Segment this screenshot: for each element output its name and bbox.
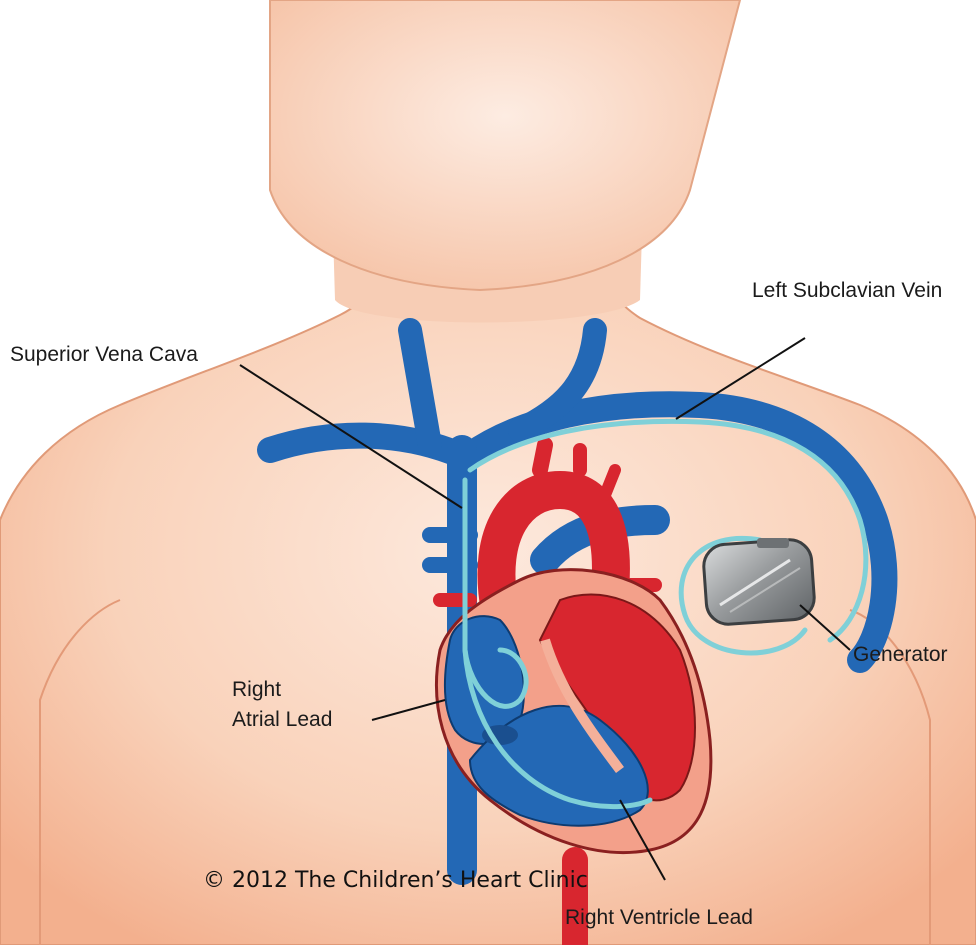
head bbox=[270, 0, 740, 290]
label-right-atrial-lead-line2: Atrial Lead bbox=[232, 708, 332, 731]
pacemaker-generator bbox=[702, 538, 815, 626]
label-left-subclavian-vein: Left Subclavian Vein bbox=[752, 279, 942, 302]
label-right-atrial-lead-line1: Right bbox=[232, 678, 281, 701]
aortic-branch-1 bbox=[540, 445, 545, 470]
label-right-ventricle-lead: Right Ventricle Lead bbox=[565, 906, 753, 929]
label-generator: Generator bbox=[853, 643, 948, 666]
copyright-text: © 2012 The Children’s Heart Clinic bbox=[203, 868, 588, 893]
label-superior-vena-cava: Superior Vena Cava bbox=[10, 343, 198, 366]
